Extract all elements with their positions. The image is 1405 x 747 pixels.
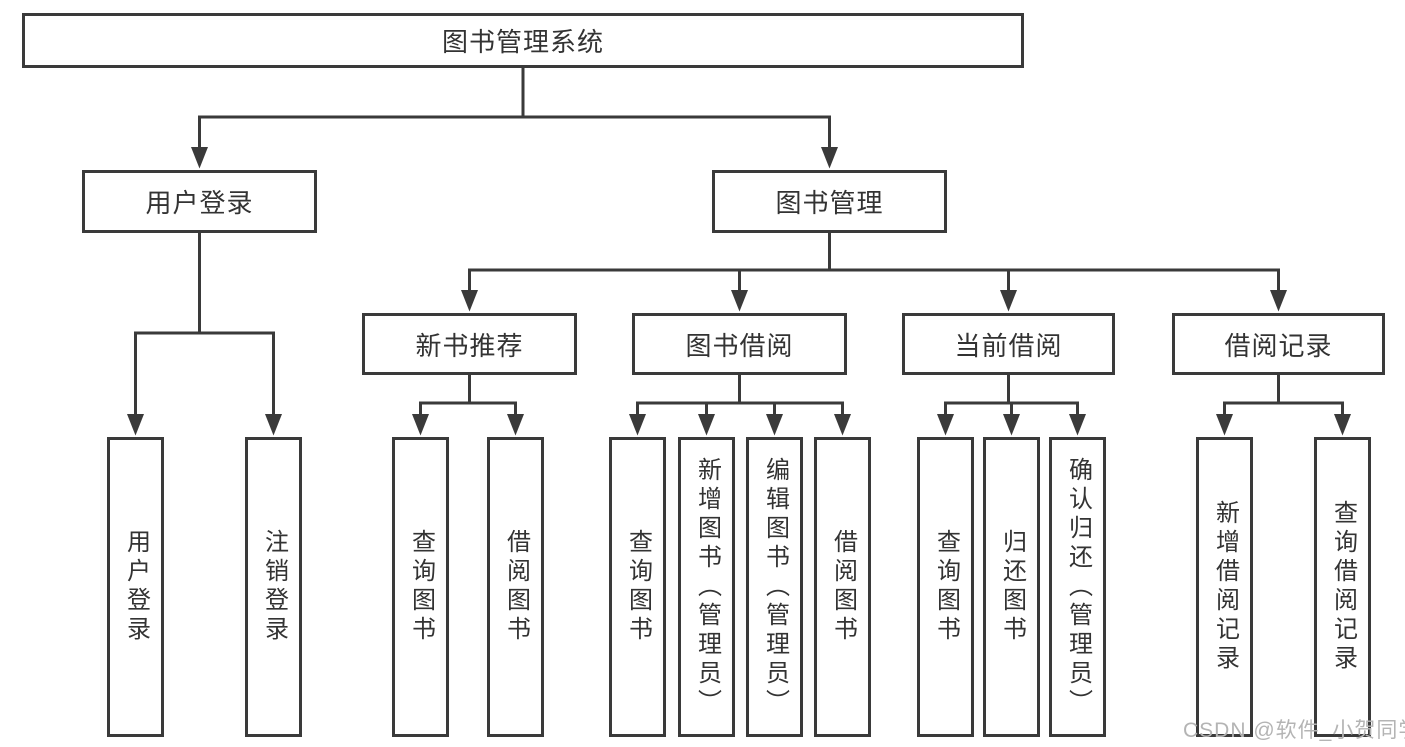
leaf-label: 查询图书 — [624, 529, 652, 645]
arrow-down-icon — [629, 414, 646, 436]
leaf-label: 确认归还（管理员） — [1064, 456, 1092, 718]
leaf-label: 查询图书 — [932, 529, 960, 645]
arrow-down-icon — [507, 414, 524, 436]
leaf-user-login: 用户登录 — [107, 437, 164, 737]
node-user-login: 用户登录 — [82, 170, 317, 233]
node-label: 图书管理系统 — [441, 27, 604, 57]
leaf-add-borrow-record: 新增借阅记录 — [1196, 437, 1253, 737]
arrow-down-icon — [191, 147, 208, 169]
node-book-borrowing: 图书借阅 — [632, 313, 847, 375]
arrow-down-icon — [127, 414, 144, 436]
leaf-label: 查询借阅记录 — [1329, 500, 1357, 674]
node-library-management-system: 图书管理系统 — [22, 13, 1024, 68]
leaf-label: 新增图书（管理员） — [693, 456, 721, 718]
leaf-query-borrow-record: 查询借阅记录 — [1314, 437, 1371, 737]
arrow-down-icon — [766, 414, 783, 436]
node-current-borrowing: 当前借阅 — [902, 313, 1115, 375]
node-label: 当前借阅 — [954, 330, 1063, 361]
arrow-down-icon — [1003, 414, 1020, 436]
arrow-down-icon — [461, 290, 478, 312]
node-book-management: 图书管理 — [712, 170, 947, 233]
leaf-label: 用户登录 — [122, 529, 150, 645]
leaf-label: 注销登录 — [260, 529, 288, 645]
leaf-label: 归还图书 — [998, 529, 1026, 645]
arrow-down-icon — [937, 414, 954, 436]
node-label: 用户登录 — [145, 188, 254, 218]
leaf-confirm-return-admin: 确认归还（管理员） — [1049, 437, 1106, 737]
leaf-query-books-borrowing: 查询图书 — [609, 437, 666, 737]
leaf-query-books-recommend: 查询图书 — [392, 437, 449, 737]
node-label: 图书借阅 — [685, 330, 794, 361]
leaf-edit-books-admin: 编辑图书（管理员） — [746, 437, 803, 737]
arrow-down-icon — [834, 414, 851, 436]
leaf-add-books-admin: 新增图书（管理员） — [678, 437, 735, 737]
arrow-down-icon — [698, 414, 715, 436]
arrow-down-icon — [1270, 290, 1287, 312]
leaf-label: 借阅图书 — [502, 529, 530, 645]
arrow-down-icon — [412, 414, 429, 436]
arrow-down-icon — [1000, 290, 1017, 312]
node-label: 新书推荐 — [415, 330, 524, 361]
leaf-logout-login: 注销登录 — [245, 437, 302, 737]
leaf-query-books-current: 查询图书 — [917, 437, 974, 737]
leaf-label: 借阅图书 — [829, 529, 857, 645]
node-borrowing-records: 借阅记录 — [1172, 313, 1385, 375]
leaf-label: 编辑图书（管理员） — [761, 456, 789, 718]
arrow-down-icon — [1069, 414, 1086, 436]
arrow-down-icon — [821, 147, 838, 169]
node-label: 图书管理 — [775, 188, 884, 218]
leaf-label: 查询图书 — [407, 529, 435, 645]
leaf-label: 新增借阅记录 — [1211, 500, 1239, 674]
leaf-return-books: 归还图书 — [983, 437, 1040, 737]
arrow-down-icon — [731, 290, 748, 312]
arrow-down-icon — [1216, 414, 1233, 436]
node-label: 借阅记录 — [1224, 330, 1333, 361]
leaf-borrow-books-recommend: 借阅图书 — [487, 437, 544, 737]
arrow-down-icon — [1334, 414, 1351, 436]
leaf-borrow-books-borrowing: 借阅图书 — [814, 437, 871, 737]
arrow-down-icon — [265, 414, 282, 436]
node-new-book-recommendation: 新书推荐 — [362, 313, 577, 375]
csdn-watermark: CSDN @软件_小贺同学 — [1183, 719, 1405, 742]
